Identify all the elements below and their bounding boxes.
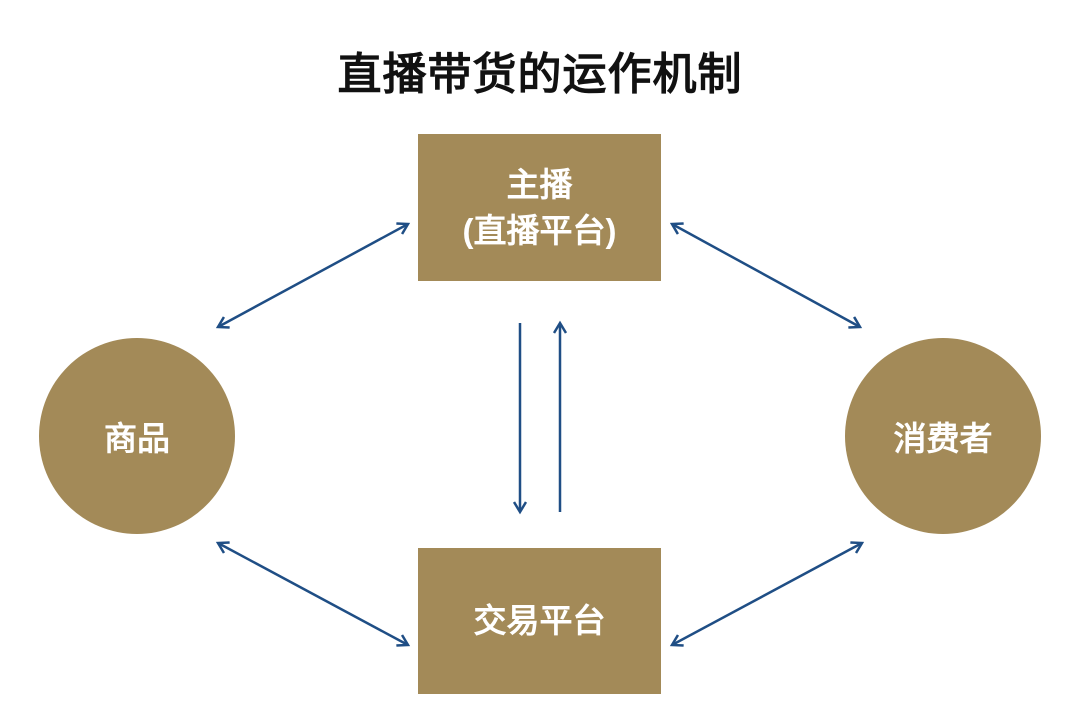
node-consumer: 消费者: [845, 338, 1041, 534]
node-anchor-line2: (直播平台): [462, 211, 617, 249]
node-goods: 商品: [39, 338, 235, 534]
arrow-trade-consumer: [672, 543, 862, 645]
diagram-title: 直播带货的运作机制: [337, 50, 743, 99]
node-anchor-line1: 主播: [506, 165, 573, 203]
node-trade-platform-label: 交易平台: [473, 602, 606, 639]
arrow-goods-anchor: [218, 224, 408, 327]
node-consumer-label: 消费者: [893, 420, 993, 457]
arrow-anchor-consumer: [672, 224, 860, 327]
node-trade-platform: 交易平台: [418, 548, 661, 694]
arrow-goods-trade: [218, 543, 408, 645]
node-anchor: 主播 (直播平台): [418, 134, 661, 281]
node-goods-label: 商品: [104, 420, 170, 457]
